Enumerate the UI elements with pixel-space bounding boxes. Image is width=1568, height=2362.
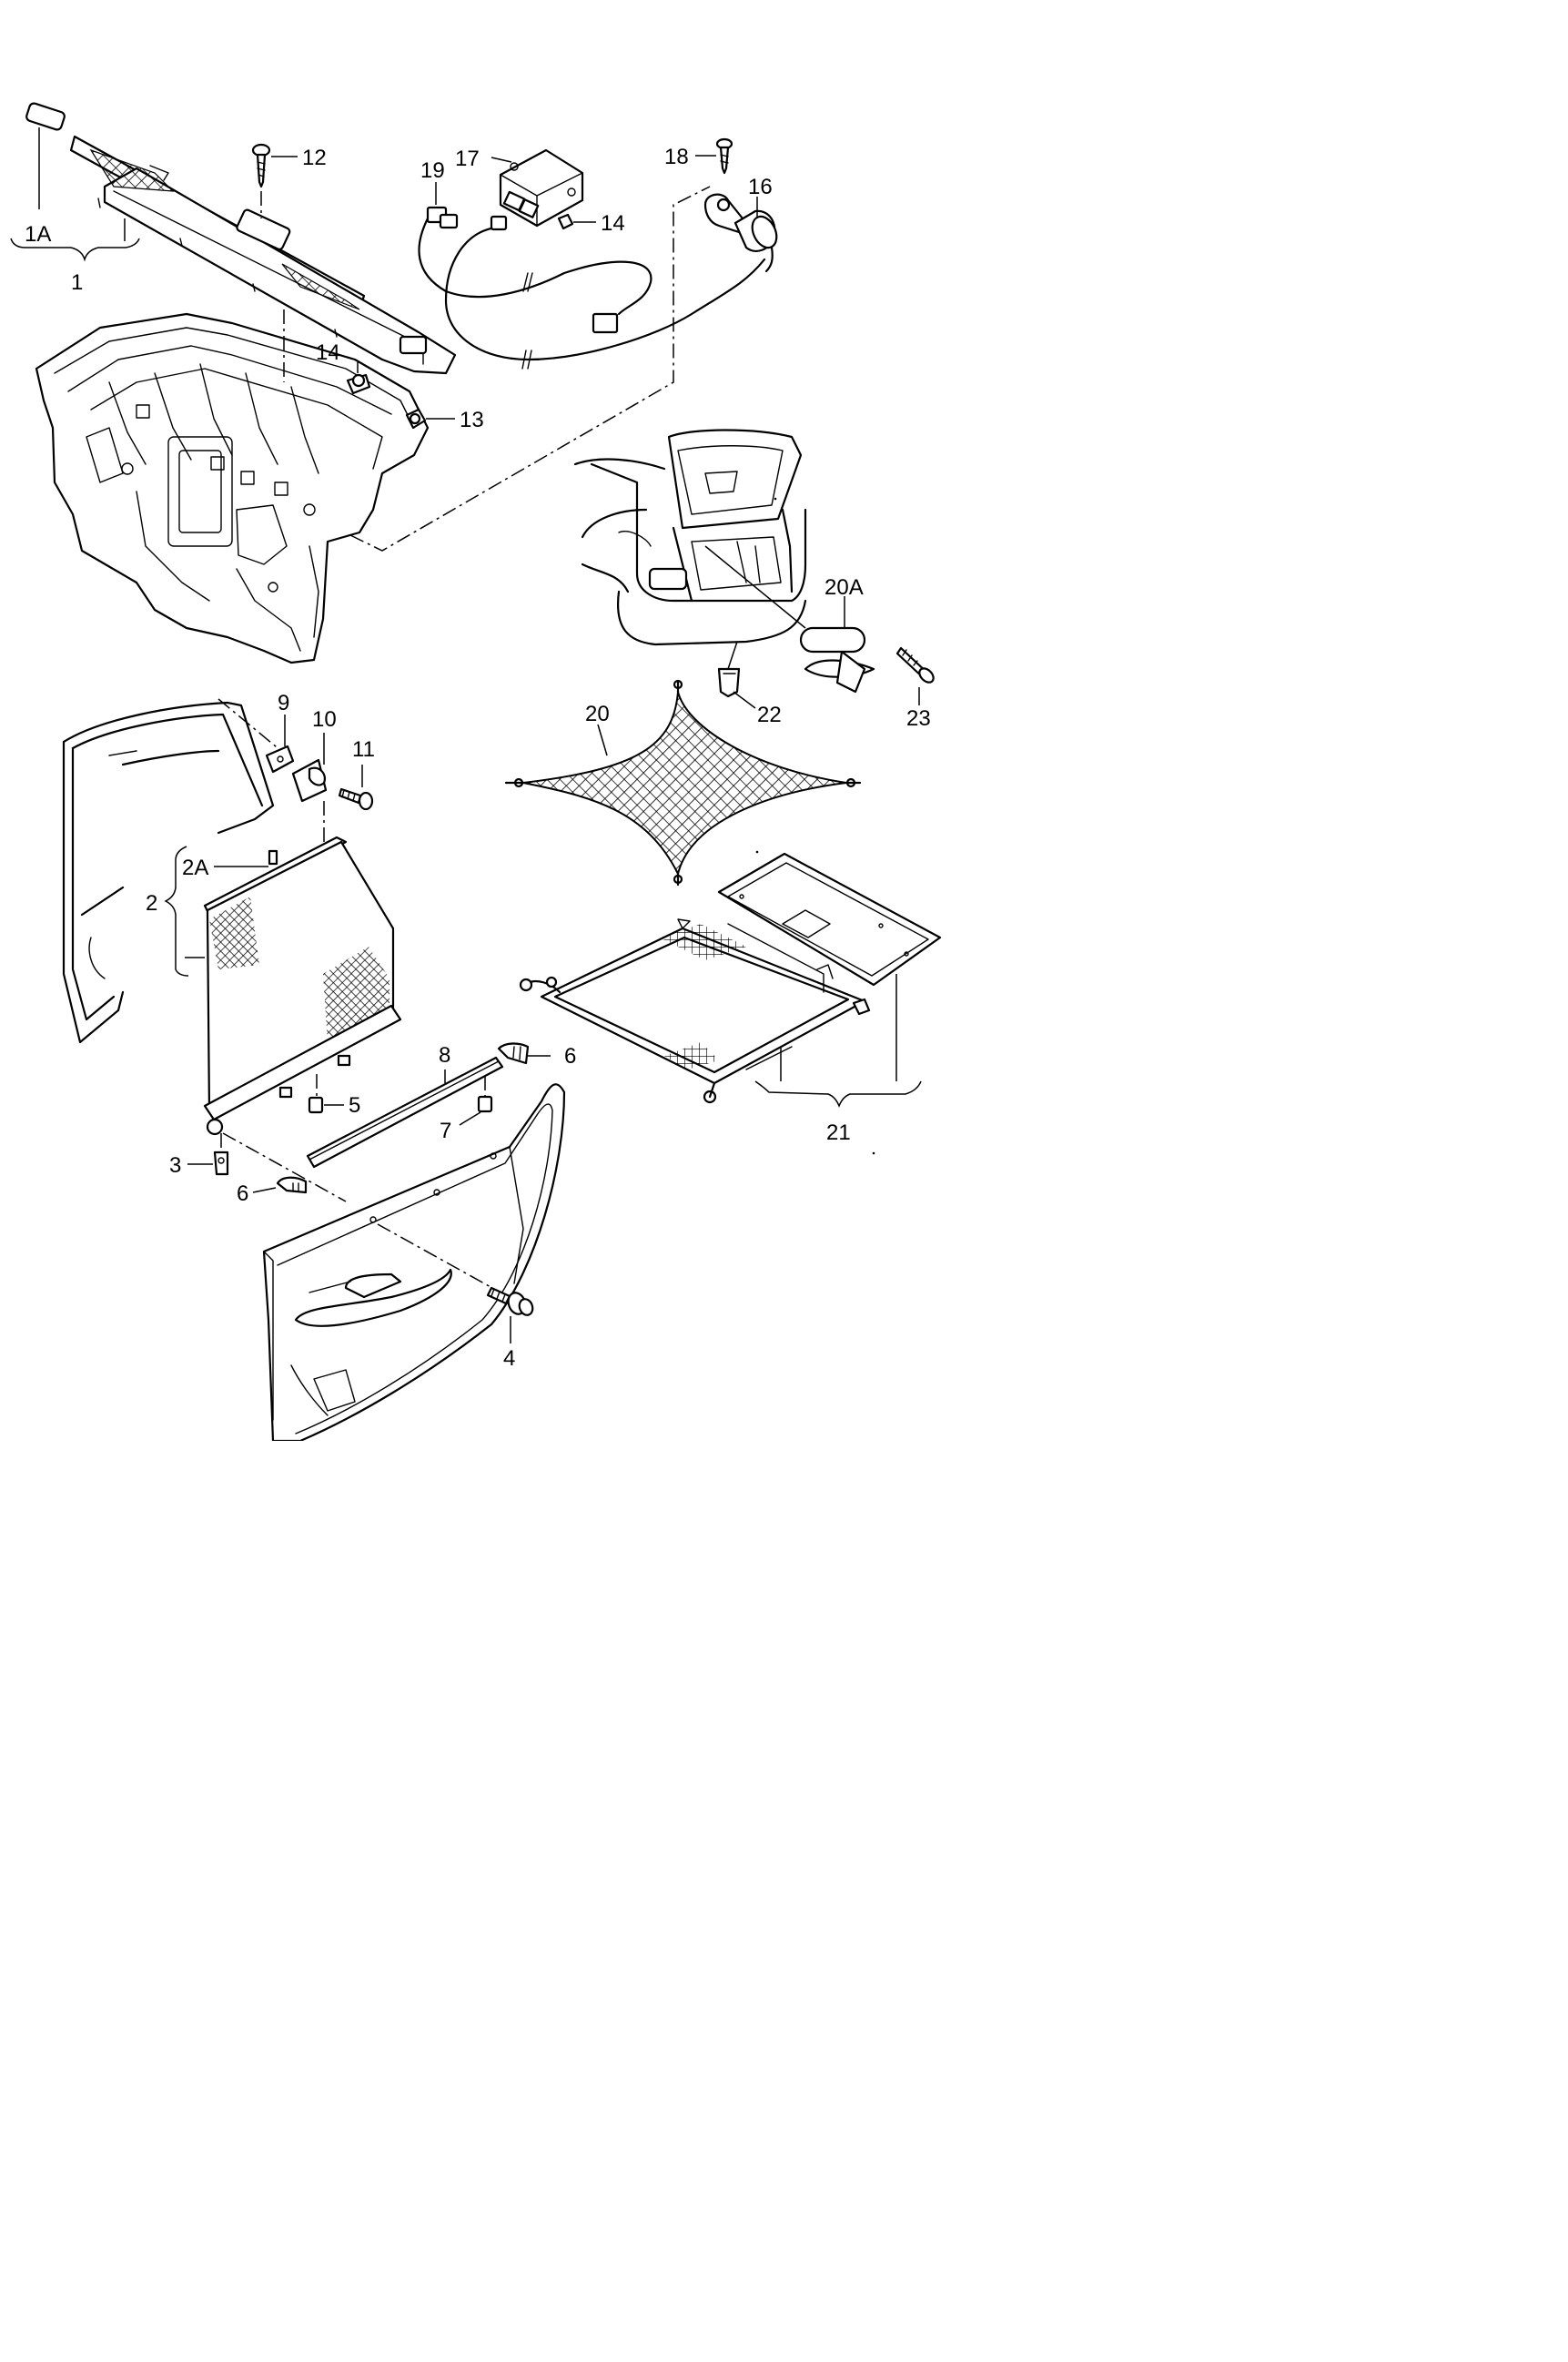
callout-11: 11 [352, 737, 375, 762]
cap-6-left [276, 1176, 308, 1194]
callout-7: 7 [440, 1119, 451, 1143]
callout-3: 3 [169, 1153, 181, 1178]
callout-5: 5 [349, 1093, 360, 1118]
callout-9: 9 [278, 691, 289, 715]
callout-6-upper: 6 [564, 1044, 576, 1069]
door-trim-panel [262, 1083, 566, 1441]
callout-14-shelf: 14 [316, 340, 340, 365]
parts-exploded-diagram: 1A 1 12 14 13 17 14 [10, 102, 942, 1441]
callout-17: 17 [455, 147, 480, 171]
rear-window-blind [25, 102, 457, 375]
holder-10 [291, 758, 328, 803]
floor-net-frame [519, 918, 871, 1104]
callout-8: 8 [439, 1043, 450, 1068]
callout-1A: 1A [25, 222, 51, 247]
trim-strip-8 [306, 1056, 504, 1169]
callout-1: 1 [71, 270, 83, 295]
screw-11 [338, 787, 374, 811]
clip-22 [717, 667, 741, 698]
callout-18: 18 [664, 145, 689, 169]
callout-22: 22 [757, 703, 782, 727]
callout-20: 20 [585, 702, 610, 726]
bracket-9 [265, 745, 295, 774]
callout-4: 4 [503, 1346, 515, 1371]
callout-2: 2 [146, 891, 157, 916]
vehicle-rear-view [573, 429, 807, 646]
screw-12 [251, 143, 271, 188]
callout-6-lower: 6 [237, 1181, 248, 1206]
rear-door-frame [62, 701, 275, 1044]
callout-13: 13 [460, 408, 484, 432]
floor-cover-mat [717, 852, 942, 987]
callout-14-unit: 14 [601, 211, 625, 236]
control-unit-17 [499, 148, 584, 228]
callout-12: 12 [302, 146, 327, 170]
callout-19: 19 [420, 158, 445, 183]
nut-14-unit [557, 213, 574, 230]
rear-partition-panel [35, 312, 430, 664]
hook-20A [799, 626, 875, 694]
cap-6-upper [497, 1042, 530, 1065]
callout-2A: 2A [182, 856, 208, 880]
door-window-blind-2 [203, 836, 402, 1136]
clip-5 [308, 1096, 324, 1114]
callout-10: 10 [312, 707, 337, 732]
callout-20A: 20A [824, 575, 864, 600]
clip-7 [477, 1095, 493, 1113]
screw-23 [895, 646, 935, 684]
blind-motor-16 [703, 193, 778, 273]
luggage-net-20 [504, 679, 862, 887]
nut-13 [405, 408, 427, 430]
clip-3 [213, 1151, 229, 1176]
nut-14 [346, 373, 371, 395]
wiring-harness [418, 206, 766, 370]
bolt-4 [486, 1286, 534, 1316]
screw-18 [715, 137, 733, 175]
callout-23: 23 [906, 706, 931, 731]
callout-16: 16 [748, 175, 773, 199]
callout-21: 21 [826, 1120, 851, 1145]
